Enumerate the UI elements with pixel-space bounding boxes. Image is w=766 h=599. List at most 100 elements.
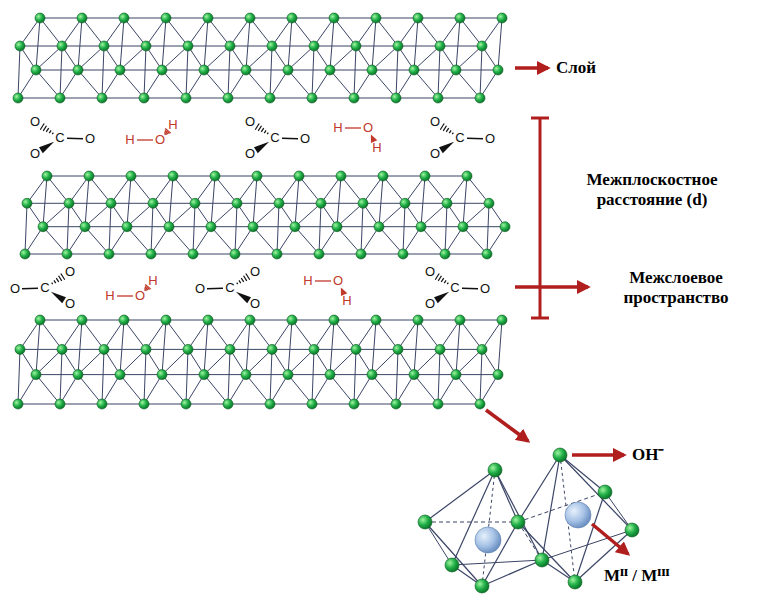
carbonate-atom: O: [85, 132, 95, 146]
oh-atom: [409, 65, 419, 75]
oh-atom: [13, 93, 23, 103]
oh-atom: [314, 249, 324, 259]
oh-atom: [336, 171, 346, 181]
lattice-edge: [78, 320, 82, 375]
lattice-edge: [270, 349, 272, 404]
hashed-bond: [435, 274, 439, 280]
oh-atom: [413, 315, 423, 325]
lattice-edge: [438, 349, 440, 404]
lattice-edge: [330, 349, 356, 374]
lattice-edge: [186, 46, 188, 98]
hashed-bond: [54, 280, 56, 283]
lattice-edge: [36, 70, 60, 98]
hashed-bond: [261, 128, 263, 132]
lattice-edge: [396, 46, 398, 98]
oh-atom: [400, 198, 410, 208]
oh-atom: [15, 41, 25, 51]
lattice-edge: [421, 227, 445, 254]
carbonate-atom: C: [40, 281, 49, 295]
hashed-bond: [40, 124, 44, 130]
oh-atom: [57, 41, 67, 51]
hashed-bond: [237, 283, 238, 285]
carbonate-atom: O: [425, 297, 435, 311]
lattice-edge: [78, 70, 102, 98]
lattice-edge: [85, 227, 109, 254]
lattice-edge: [312, 349, 314, 404]
oh-atom: [367, 65, 377, 75]
lattice-edge: [127, 176, 131, 227]
single-bond: [345, 127, 361, 128]
lattice-edge: [418, 18, 440, 46]
structure-lines: [18, 18, 632, 586]
lattice-edge: [120, 70, 144, 98]
oh-atom: [57, 344, 67, 354]
hashed-bond: [49, 130, 51, 133]
lattice-edge: [425, 470, 495, 522]
wedge-bond: [439, 142, 454, 153]
lattice-edge: [379, 176, 383, 227]
lattice-edge: [292, 18, 314, 46]
carbonate-atom: C: [225, 281, 234, 295]
oh-atom: [398, 249, 408, 259]
lattice-edge: [330, 320, 334, 375]
lattice-edge: [246, 18, 250, 70]
wedge-bond: [39, 142, 54, 153]
hashed-bond: [446, 128, 448, 132]
water-atom: H: [372, 141, 381, 155]
oh-atom: [232, 198, 242, 208]
oh-atom: [500, 222, 510, 232]
lattice-edge: [460, 18, 482, 46]
oh-atom: [378, 171, 388, 181]
oh-atom: [99, 344, 109, 354]
lattice-edge: [418, 320, 440, 349]
hashed-bond: [241, 278, 243, 282]
lattice-edge: [288, 375, 312, 404]
oh-atom: [391, 93, 401, 103]
lattice-edge: [480, 349, 482, 404]
lattice-edge: [319, 203, 321, 254]
oh-atom: [122, 222, 132, 232]
lattice-edge: [25, 254, 487, 255]
oh-atom: [267, 41, 277, 51]
lattice-edge: [460, 320, 482, 349]
oh-atom: [349, 399, 359, 409]
lattice-edge: [18, 404, 480, 405]
hashed-bond: [46, 128, 48, 132]
lattice-edge: [40, 320, 62, 349]
oh-atom: [188, 249, 198, 259]
lattice-edge: [440, 320, 460, 349]
lattice-edge: [445, 203, 447, 254]
lattice-edge: [60, 46, 62, 98]
lattice-edge: [463, 176, 467, 227]
lattice-edge: [78, 349, 104, 374]
lattice-edge: [204, 18, 208, 70]
lattice-edge: [560, 455, 632, 530]
lattice-edge: [78, 18, 82, 70]
carbonate-atom: O: [30, 147, 40, 161]
water-atom: O: [155, 133, 165, 147]
oh-atom: [42, 171, 52, 181]
oh-atom: [146, 249, 156, 259]
oh-atom: [409, 370, 419, 380]
oh-atom: [351, 41, 361, 51]
oh-atom: [119, 13, 129, 23]
carbonate-atom: O: [480, 282, 490, 296]
lattice-edge: [246, 320, 250, 375]
lattice-edge: [372, 46, 398, 70]
oh-atom: [329, 13, 339, 23]
carbonate-atom: C: [270, 131, 279, 145]
hashed-bond: [443, 126, 446, 131]
oh-atom: [484, 198, 494, 208]
wedge-bond: [254, 142, 269, 153]
lattice-edge: [288, 349, 314, 374]
oh-atom: [206, 222, 216, 232]
lattice-edge: [162, 349, 188, 374]
lattice-edge: [82, 320, 104, 349]
hashed-bond: [61, 274, 65, 280]
oh-atom: [433, 93, 443, 103]
lattice-edge: [250, 320, 272, 349]
oh-atom: [316, 198, 326, 208]
oh-atom: [475, 93, 485, 103]
hydroxide-atom: [445, 558, 459, 572]
lattice-edge: [560, 455, 605, 492]
